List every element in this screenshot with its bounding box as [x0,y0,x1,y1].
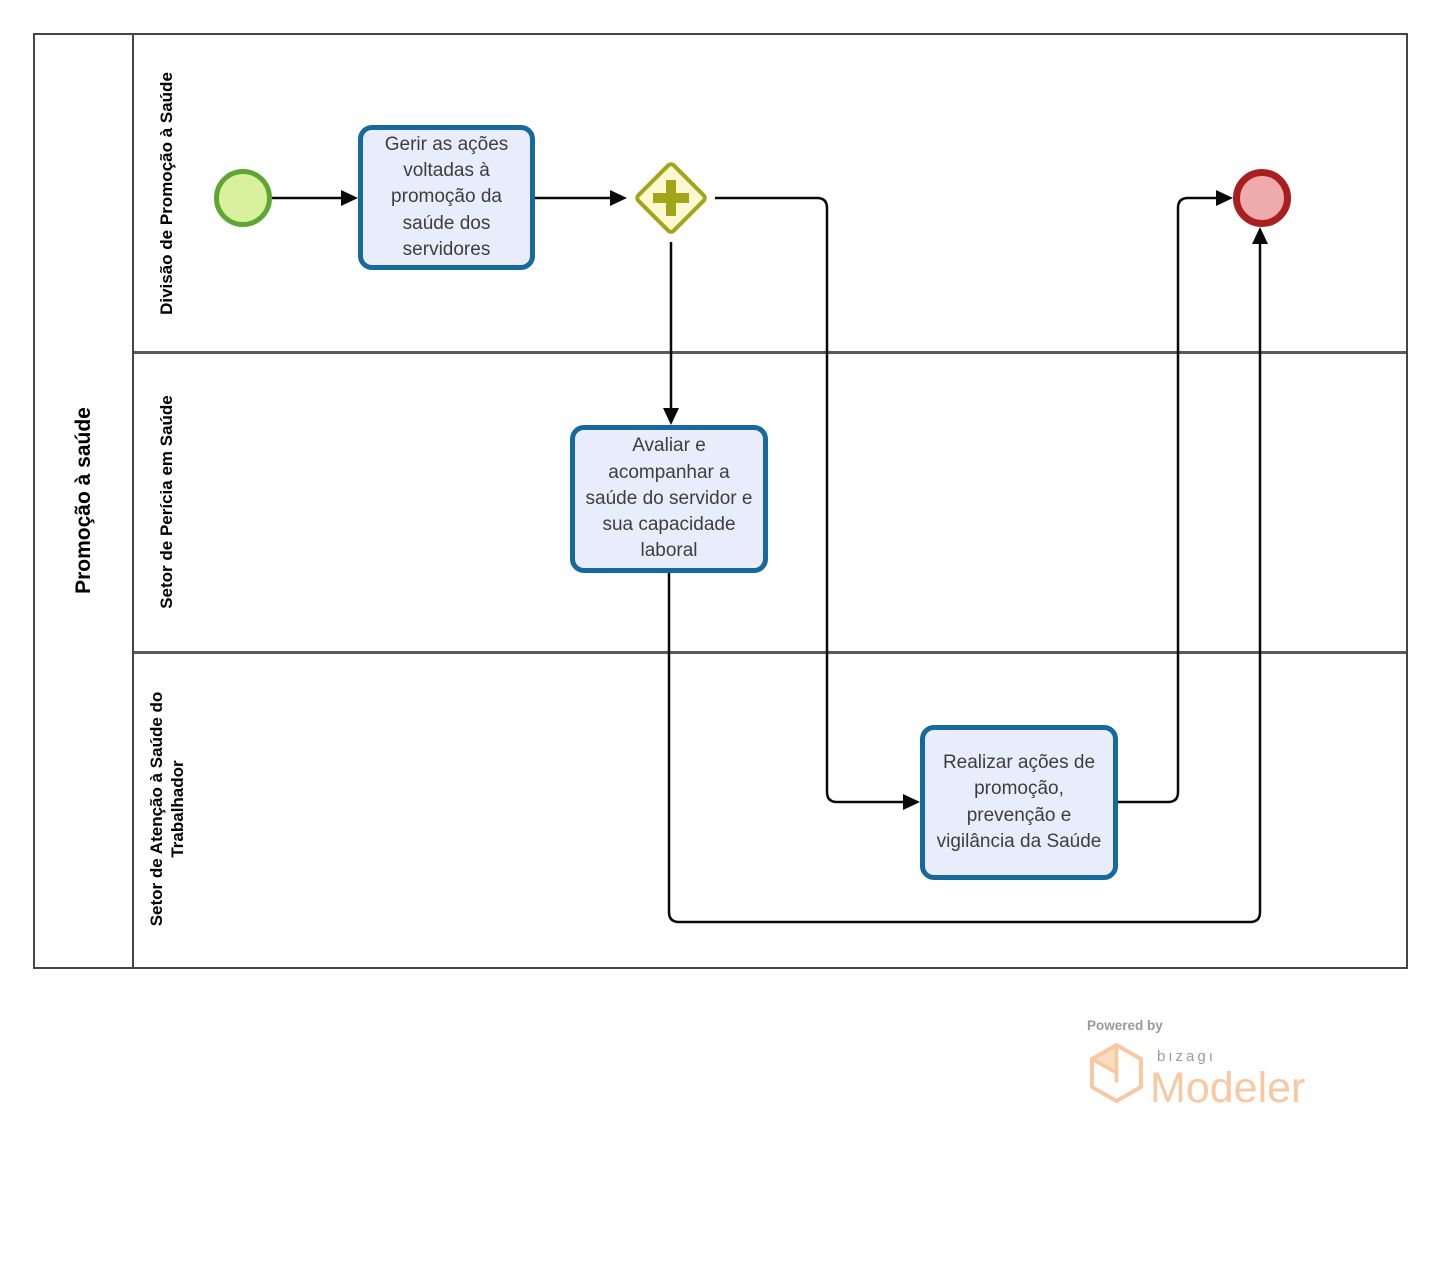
task-realizar-acoes-label: Realizar ações de promoção, prevenção e … [936,752,1102,852]
lane-label-setor-atencao-saude-trabalhador: Setor de Atenção à Saúde do Trabalhador [146,691,187,927]
bizagi-brand-text: bızagı [1157,1048,1216,1065]
bizagi-modeler-logo: Powered by bızagı Modeler [1085,1012,1365,1122]
lane-divider-1 [134,351,1406,354]
modeler-product-text: Modeler [1150,1064,1306,1112]
parallel-gateway [632,159,710,237]
lane-label-setor-pericia-saude: Setor de Perícia em Saúde [157,395,177,609]
gateway-plus-icon [666,180,676,216]
powered-by-text: Powered by [1087,1018,1163,1033]
start-event [214,169,272,227]
end-event [1233,169,1291,227]
lane-divider-2 [134,651,1406,654]
task-realizar-acoes: Realizar ações de promoção, prevenção e … [920,725,1118,880]
pool-title: Promoção à saúde [71,407,95,594]
task-avaliar-acompanhar: Avaliar e acompanhar a saúde do servidor… [570,425,768,573]
task-gerir-acoes: Gerir as ações voltadas à promoção da sa… [358,125,535,270]
pool-title-strip [35,35,134,967]
task-gerir-acoes-label: Gerir as ações voltadas à promoção da sa… [384,133,509,260]
task-avaliar-acompanhar-label: Avaliar e acompanhar a saúde do servidor… [585,435,753,562]
lane-label-divisao-promocao-saude: Divisão de Promoção à Saúde [157,72,177,315]
bizagi-hexagon-icon [1090,1043,1143,1103]
